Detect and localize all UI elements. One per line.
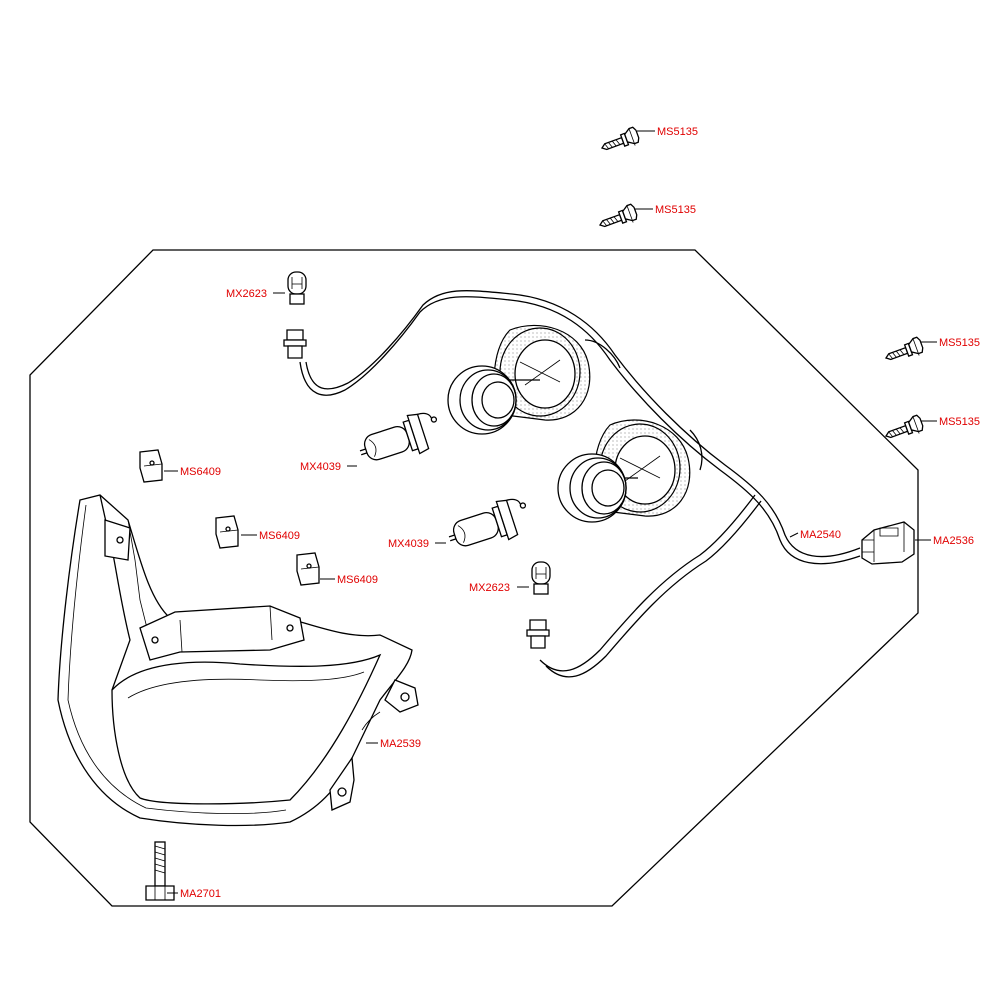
label-ms6409-a: MS6409 xyxy=(180,466,221,478)
label-ms5135-c: MS5135 xyxy=(939,337,980,349)
screw-ms5135-a xyxy=(598,125,642,158)
bulb-mx2623-b xyxy=(531,561,551,595)
label-ma2539: MA2539 xyxy=(380,738,421,750)
label-mx4039-b: MX4039 xyxy=(388,538,429,550)
bulb-holder-upper xyxy=(493,324,591,421)
connector-ma2536 xyxy=(861,521,915,565)
grommet-upper xyxy=(447,365,517,435)
screw-ms5135-c xyxy=(882,335,926,368)
label-ms6409-c: MS6409 xyxy=(337,574,378,586)
label-ms5135-a: MS5135 xyxy=(657,126,698,138)
screw-ms5135-b xyxy=(596,202,640,235)
label-ma2701: MA2701 xyxy=(180,888,221,900)
screw-ms5135-d xyxy=(882,413,926,446)
wiring-harness-ma2540 xyxy=(299,290,861,678)
headlight-assembly-ma2539 xyxy=(57,494,419,827)
label-mx2623-a: MX2623 xyxy=(226,288,267,300)
label-ms5135-b: MS5135 xyxy=(655,204,696,216)
bolt-ma2701 xyxy=(145,841,175,901)
label-ms6409-b: MS6409 xyxy=(259,530,300,542)
diagram-frame xyxy=(29,249,919,907)
clip-ms6409-c xyxy=(296,552,320,586)
grommet-lower xyxy=(557,453,627,523)
socket-upper xyxy=(283,329,307,359)
label-ma2540: MA2540 xyxy=(800,529,841,541)
clip-ms6409-a xyxy=(139,449,163,483)
label-ma2536: MA2536 xyxy=(933,535,974,547)
bulb-mx4039-a xyxy=(353,406,446,472)
label-ms5135-d: MS5135 xyxy=(939,416,980,428)
label-mx2623-b: MX2623 xyxy=(469,582,510,594)
clip-ms6409-b xyxy=(215,515,239,549)
socket-lower xyxy=(526,619,550,649)
bulb-mx4039-b xyxy=(442,492,535,558)
bulb-mx2623-a xyxy=(287,271,307,305)
label-mx4039-a: MX4039 xyxy=(300,461,341,473)
